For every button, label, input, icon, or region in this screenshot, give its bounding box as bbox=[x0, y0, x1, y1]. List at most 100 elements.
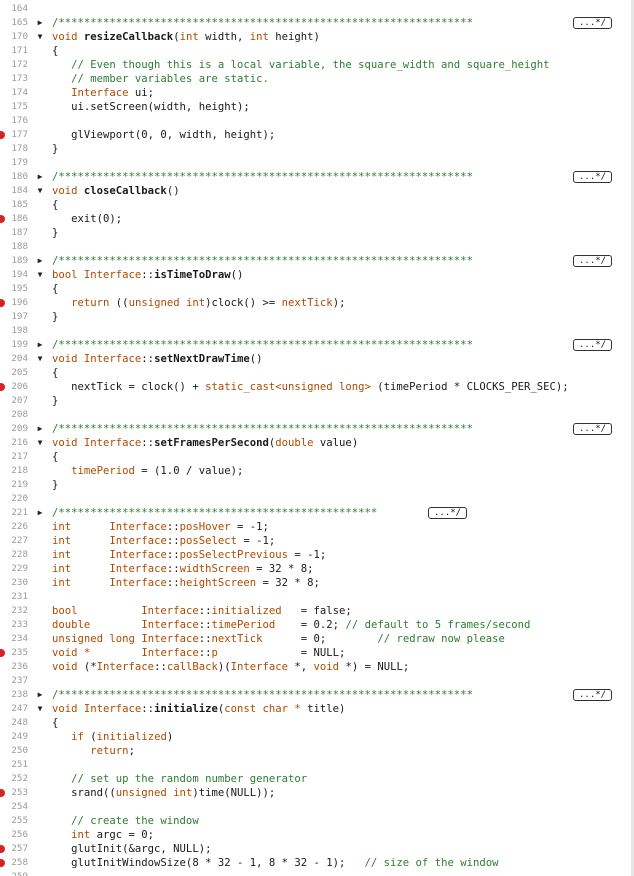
fold-collapsed-icon[interactable]: ▶ bbox=[37, 18, 43, 27]
code-line[interactable]: 165▶/***********************************… bbox=[0, 16, 634, 30]
code-line[interactable]: 189▶/***********************************… bbox=[0, 254, 634, 268]
code-line[interactable]: 208 bbox=[0, 408, 634, 422]
code-line[interactable]: 249 if (initialized) bbox=[0, 730, 634, 744]
fold-expanded-icon[interactable]: ▼ bbox=[37, 704, 43, 713]
code-line[interactable]: 221▶/***********************************… bbox=[0, 506, 634, 520]
code-line[interactable]: 170▼void resizeCallback(int width, int h… bbox=[0, 30, 634, 44]
breakpoint-marker[interactable] bbox=[0, 299, 5, 307]
code-line[interactable]: 195{ bbox=[0, 282, 634, 296]
code-line[interactable]: 178} bbox=[0, 142, 634, 156]
code-line[interactable]: 174 Interface ui; bbox=[0, 86, 634, 100]
code-line[interactable]: 177 glViewport(0, 0, width, height); bbox=[0, 128, 634, 142]
code-line[interactable]: 175 ui.setScreen(width, height); bbox=[0, 100, 634, 114]
code-line[interactable]: 196 return ((unsigned int)clock() >= nex… bbox=[0, 296, 634, 310]
code-line[interactable]: 187} bbox=[0, 226, 634, 240]
line-number-gutter bbox=[0, 0, 48, 876]
code-line[interactable]: 238▶/***********************************… bbox=[0, 688, 634, 702]
code-line[interactable]: 247▼void Interface::initialize(const cha… bbox=[0, 702, 634, 716]
code-line[interactable]: 251 bbox=[0, 758, 634, 772]
code-line[interactable]: 164 bbox=[0, 2, 634, 16]
breakpoint-marker[interactable] bbox=[0, 789, 5, 797]
code-line[interactable]: 199▶/***********************************… bbox=[0, 338, 634, 352]
code-line[interactable]: 204▼void Interface::setNextDrawTime() bbox=[0, 352, 634, 366]
code-line[interactable]: 198 bbox=[0, 324, 634, 338]
folded-comment-badge[interactable]: ...*/ bbox=[573, 171, 613, 183]
code-line[interactable]: 252 // set up the random number generato… bbox=[0, 772, 634, 786]
code-line[interactable]: 207} bbox=[0, 394, 634, 408]
breakpoint-marker[interactable] bbox=[0, 859, 5, 867]
scrollbar-track[interactable] bbox=[631, 0, 634, 876]
fold-collapsed-icon[interactable]: ▶ bbox=[37, 508, 43, 517]
code-line[interactable]: 171{ bbox=[0, 44, 634, 58]
code-line[interactable]: 209▶/***********************************… bbox=[0, 422, 634, 436]
code-line[interactable]: 253 srand((unsigned int)time(NULL)); bbox=[0, 786, 634, 800]
code-line[interactable]: 186 exit(0); bbox=[0, 212, 634, 226]
code-line[interactable]: 188 bbox=[0, 240, 634, 254]
code-line[interactable]: 259 bbox=[0, 870, 634, 876]
code-line[interactable]: 197} bbox=[0, 310, 634, 324]
folded-comment-badge[interactable]: ...*/ bbox=[573, 689, 613, 701]
code-line[interactable]: 173 // member variables are static. bbox=[0, 72, 634, 86]
code-line[interactable]: 217{ bbox=[0, 450, 634, 464]
code-line[interactable]: 194▼bool Interface::isTimeToDraw() bbox=[0, 268, 634, 282]
folded-comment-badge[interactable]: ...*/ bbox=[573, 255, 613, 267]
code-token: nextTick bbox=[281, 297, 333, 309]
fold-collapsed-icon[interactable]: ▶ bbox=[37, 172, 43, 181]
code-line[interactable]: 237 bbox=[0, 674, 634, 688]
code-line[interactable]: 172 // Even though this is a local varia… bbox=[0, 58, 634, 72]
fold-expanded-icon[interactable]: ▼ bbox=[37, 270, 43, 279]
code-token: // Even though this is a local variable,… bbox=[52, 59, 550, 71]
code-line[interactable]: 176 bbox=[0, 114, 634, 128]
code-line[interactable]: 258 glutInitWindowSize(8 * 32 - 1, 8 * 3… bbox=[0, 856, 634, 870]
folded-comment-badge[interactable]: ...*/ bbox=[573, 17, 613, 29]
code-line[interactable]: 184▼void closeCallback() bbox=[0, 184, 634, 198]
fold-expanded-icon[interactable]: ▼ bbox=[37, 32, 43, 41]
breakpoint-marker[interactable] bbox=[0, 131, 5, 139]
fold-expanded-icon[interactable]: ▼ bbox=[37, 186, 43, 195]
code-line[interactable]: 219} bbox=[0, 478, 634, 492]
code-line[interactable]: 231 bbox=[0, 590, 634, 604]
folded-comment-badge[interactable]: ...*/ bbox=[573, 423, 613, 435]
folded-comment-badge[interactable]: ...*/ bbox=[428, 507, 468, 519]
breakpoint-marker[interactable] bbox=[0, 845, 5, 853]
fold-collapsed-icon[interactable]: ▶ bbox=[37, 340, 43, 349]
code-line[interactable]: 255 // create the window bbox=[0, 814, 634, 828]
fold-collapsed-icon[interactable]: ▶ bbox=[37, 256, 43, 265]
fold-collapsed-icon[interactable]: ▶ bbox=[37, 424, 43, 433]
code-token: int bbox=[52, 535, 72, 547]
breakpoint-marker[interactable] bbox=[0, 649, 5, 657]
line-number: 236 bbox=[11, 661, 28, 672]
code-line[interactable]: 216▼void Interface::setFramesPerSecond(d… bbox=[0, 436, 634, 450]
code-line[interactable]: 185{ bbox=[0, 198, 634, 212]
fold-collapsed-icon[interactable]: ▶ bbox=[37, 690, 43, 699]
code-line[interactable]: 257 glutInit(&argc, NULL); bbox=[0, 842, 634, 856]
code-line[interactable]: 220 bbox=[0, 492, 634, 506]
code-line[interactable]: 256 int argc = 0; bbox=[0, 828, 634, 842]
code-line[interactable]: 250 return; bbox=[0, 744, 634, 758]
code-line[interactable]: 179 bbox=[0, 156, 634, 170]
fold-expanded-icon[interactable]: ▼ bbox=[37, 354, 43, 363]
code-line[interactable]: 180▶/***********************************… bbox=[0, 170, 634, 184]
folded-comment-badge[interactable]: ...*/ bbox=[573, 339, 613, 351]
code-token: )time(NULL)); bbox=[192, 787, 276, 799]
code-line[interactable]: 206 nextTick = clock() + static_cast<uns… bbox=[0, 380, 634, 394]
breakpoint-marker[interactable] bbox=[0, 215, 5, 223]
code-token: Interface bbox=[141, 619, 199, 631]
fold-expanded-icon[interactable]: ▼ bbox=[37, 438, 43, 447]
breakpoint-marker[interactable] bbox=[0, 383, 5, 391]
code-line[interactable]: 205{ bbox=[0, 366, 634, 380]
code-line[interactable]: 218 timePeriod = (1.0 / value); bbox=[0, 464, 634, 478]
code-line[interactable]: 254 bbox=[0, 800, 634, 814]
code-line[interactable]: 248{ bbox=[0, 716, 634, 730]
